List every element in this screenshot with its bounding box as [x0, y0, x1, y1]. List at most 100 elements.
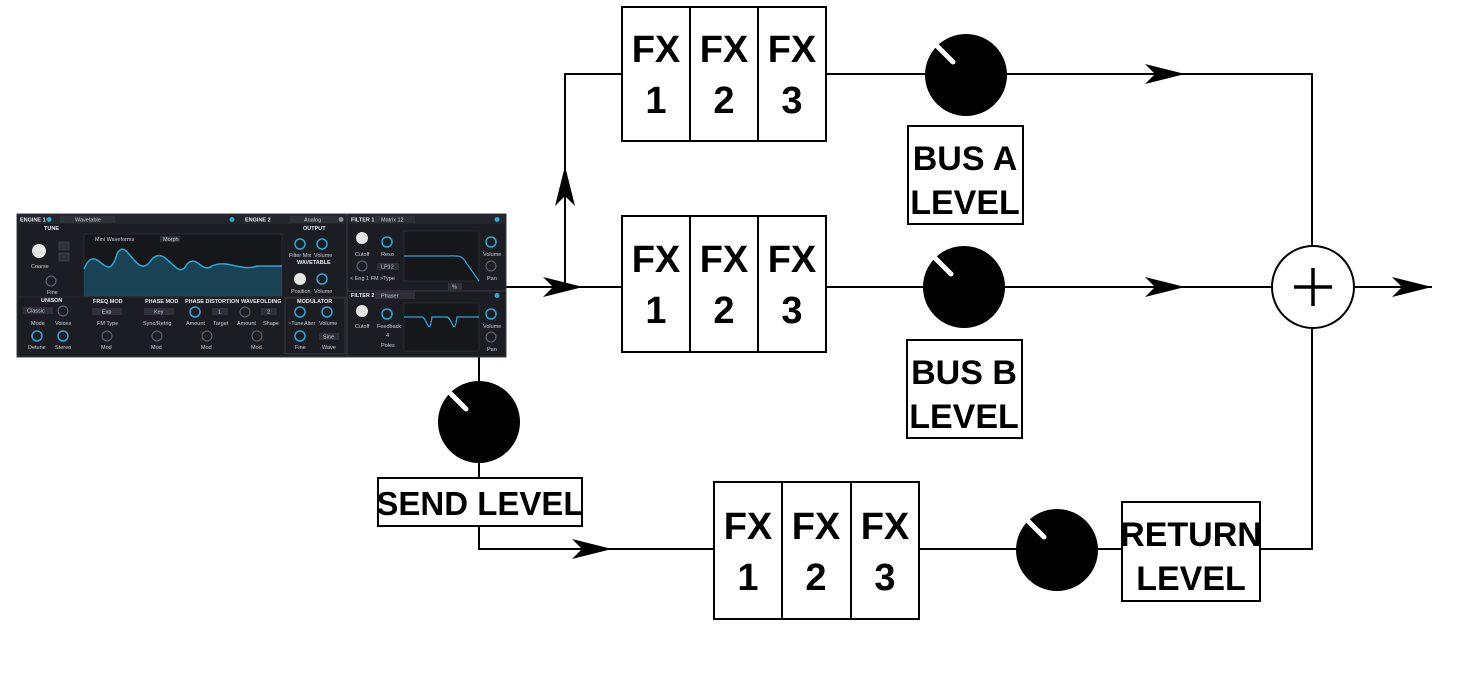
synth-mod4-label: Mod [251, 345, 262, 351]
synth-volume2-label: Volume [314, 289, 332, 295]
fx-chain-bus-b: FX 1 FX 2 FX 3 [621, 215, 827, 353]
synth-fm-type-label: FM Type [97, 321, 118, 327]
synth-panel-screenshot: ENGINE 1 Wavetable ENGINE 2 Analog FILTE… [16, 213, 507, 358]
synth-f2-pan-label: Pan [487, 347, 497, 353]
fx-b3-number: 3 [781, 290, 802, 332]
summing-node [1271, 245, 1355, 329]
synth-volume-label: Volume [314, 253, 332, 259]
synth-wavetable-name: Mini Waveforms [95, 237, 134, 243]
synth-f1-reso-label: Reso [381, 252, 394, 258]
fx-s2-number: 2 [805, 557, 826, 599]
fx-b2-number: 2 [713, 290, 734, 332]
svg-text:SEND LEVEL: SEND LEVEL [376, 485, 583, 522]
synth-engine2-label: ENGINE 2 [245, 218, 271, 224]
fx-b1-number: 1 [645, 290, 666, 332]
synth-f1-pan-label: Pan [487, 276, 497, 282]
synth-mod-fine-label: Fine [295, 345, 306, 351]
wire-send-to-fx [478, 526, 612, 559]
return-level-knob-icon [1016, 509, 1098, 591]
synth-type-label: Type [383, 276, 395, 282]
synth-voices-label: Voices [55, 321, 71, 327]
fx-chain-bus-a: FX 1 FX 2 FX 3 [621, 6, 827, 142]
synth-f2-cutoff-label: Cutoff [355, 324, 370, 330]
synth-pd-target-val: 1 [218, 310, 221, 316]
synth-unison-label: UNISON [41, 298, 62, 304]
synth-filter-mix-label: Filter Mix [289, 253, 312, 259]
synth-engine2-type: Analog [304, 218, 321, 224]
synth-f2-volume-label: Volume [483, 324, 501, 330]
bus-b-level-label: BUS B LEVEL [906, 339, 1023, 439]
synth-output-label: OUTPUT [303, 226, 326, 232]
synth-sync-retrig-label: Sync/Retrig [143, 321, 171, 327]
synth-mod1-label: Mod [101, 345, 112, 351]
wire-return-to-sum [1260, 328, 1313, 550]
synth-detune-label: Detune [28, 345, 46, 351]
synth-wf-amount-label: Amount [237, 321, 256, 327]
synth-phase-mod-val: Key [154, 310, 164, 316]
fx-a2-label: FX [700, 29, 749, 71]
fx-chain-send: FX 1 FX 2 FX 3 [713, 481, 920, 620]
synth-filter2-label: FILTER 2 [351, 293, 374, 299]
fx-b3-label: FX [768, 239, 817, 281]
synth-tune-label: TUNE [44, 226, 59, 232]
synth-wf-shape-val: 2 [267, 310, 270, 316]
synth-lp12-label: LP12 [381, 265, 394, 271]
send-level-label: SEND LEVEL [376, 477, 584, 527]
fx-b1-label: FX [632, 239, 681, 281]
svg-text:BUS B: BUS B [911, 354, 1017, 392]
wire-bus-a-to-sum [1185, 73, 1313, 246]
fx-a3-label: FX [768, 29, 817, 71]
synth-sine-label: Sine [323, 335, 334, 341]
synth-feedback-label: Feedback [377, 324, 401, 330]
synth-wavetable-label: WAVETABLE [297, 260, 331, 266]
fx-s2-label: FX [792, 506, 841, 548]
synth-mod2-label: Mod [151, 345, 162, 351]
synth-coarse-label: Coarse [31, 264, 49, 270]
synth-freq-mod-label: FREQ MOD [93, 299, 123, 305]
synth-poles-label: Poles [381, 343, 395, 349]
fx-a1-number: 1 [645, 80, 666, 122]
synth-phase-distortion-label: PHASE DISTORTION [185, 299, 239, 305]
bus-a-level-label: BUS A LEVEL [907, 125, 1024, 225]
synth-position-label: Position [291, 289, 311, 295]
synth-fine-label: Fine [47, 290, 58, 296]
bus-a-level-knob-icon [925, 34, 1007, 116]
bus-b-level-knob-icon [923, 246, 1005, 328]
fx-s1-label: FX [724, 506, 773, 548]
fx-a3-number: 3 [781, 80, 802, 122]
synth-pd-amount-label: Amount [186, 321, 205, 327]
svg-text:LEVEL: LEVEL [1136, 560, 1246, 598]
svg-text:RETURN: RETURN [1120, 516, 1262, 554]
svg-text:BUS A: BUS A [913, 140, 1018, 178]
synth-filter2-type: Phaser [381, 294, 399, 300]
synth-filter1-label: FILTER 1 [351, 218, 374, 224]
synth-mod-tune-label: ~Tune [288, 321, 304, 327]
wire-to-bus-a-fx [564, 73, 622, 166]
synth-phase-mod-label: PHASE MOD [145, 299, 178, 305]
synth-alter-label: Alter [304, 321, 315, 327]
synth-f1-cutoff-label: Cutoff [355, 252, 370, 258]
synth-stereo-label: Stereo [55, 345, 71, 351]
synth-engine1-label: ENGINE 1 [20, 218, 46, 224]
synth-mod3-label: Mod [201, 345, 212, 351]
return-level-label: RETURN LEVEL [1120, 501, 1262, 602]
synth-poles-val: 4 [386, 333, 389, 339]
fx-s1-number: 1 [737, 557, 758, 599]
synth-wave-label: Wave [322, 345, 336, 351]
synth-freq-mod-val: Exp [102, 310, 111, 316]
svg-text:LEVEL: LEVEL [910, 184, 1020, 222]
synth-link-symbol: % [452, 285, 457, 291]
fx-s3-label: FX [861, 506, 910, 548]
synth-mode-label: Mode [31, 321, 45, 327]
fx-a2-number: 2 [713, 80, 734, 122]
synth-f1-volume-label: Volume [483, 252, 501, 258]
fx-a1-label: FX [632, 29, 681, 71]
synth-filter1-type: Matrix 12 [381, 218, 404, 224]
synth-unison-mode: Classic [27, 309, 45, 315]
fx-s3-number: 3 [874, 557, 895, 599]
synth-modulator-label: MODULATOR [297, 299, 332, 305]
synth-wf-shape-label: Shape [263, 321, 279, 327]
send-level-knob-icon [438, 381, 520, 463]
synth-engine1-type: Wavetable [75, 218, 101, 224]
